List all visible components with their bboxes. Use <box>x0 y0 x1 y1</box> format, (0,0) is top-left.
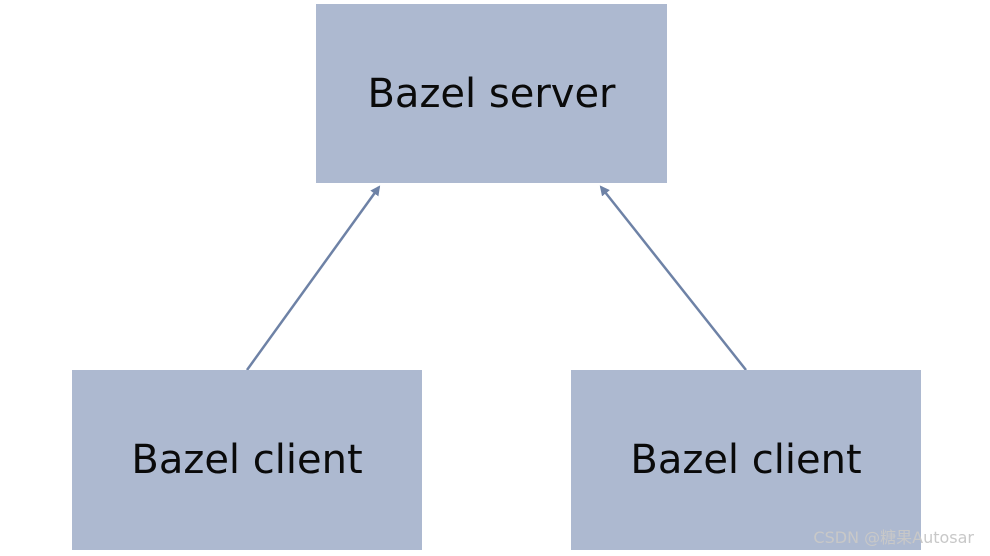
arrow-left-client-to-server <box>245 185 381 371</box>
bazel-client-node-left: Bazel client <box>72 370 422 550</box>
watermark-text: CSDN @糖果Autosar <box>813 528 974 547</box>
bazel-client-label-right: Bazel client <box>630 437 862 483</box>
arrow-right-client-to-server <box>599 185 747 371</box>
bazel-client-label-left: Bazel client <box>131 437 363 483</box>
bazel-client-node-right: Bazel client <box>571 370 921 550</box>
bazel-server-node: Bazel server <box>316 4 667 183</box>
bazel-server-label: Bazel server <box>367 70 616 117</box>
